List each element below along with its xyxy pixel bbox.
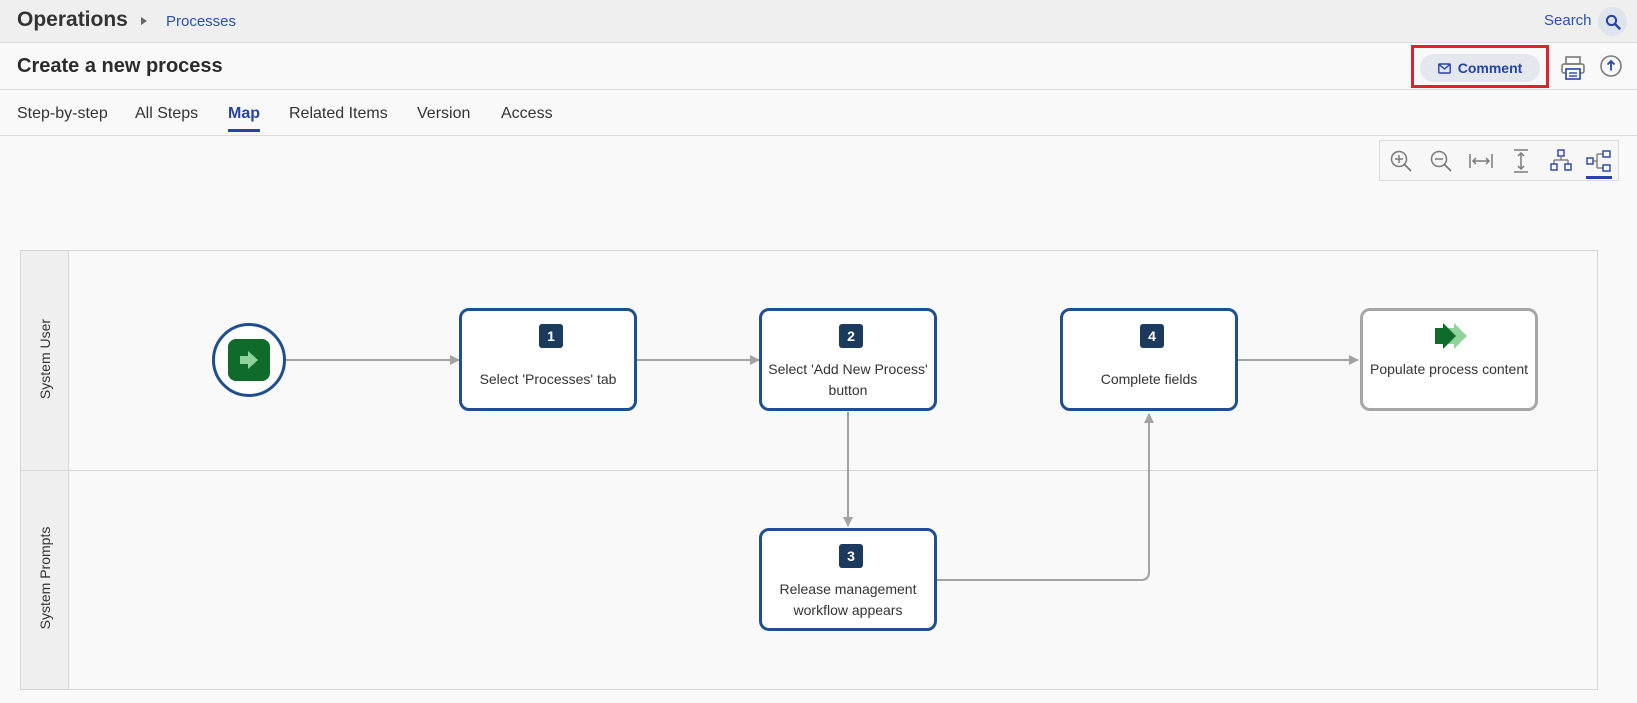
step-text: Populate process content (1370, 361, 1528, 377)
comment-highlight-box: Comment (1411, 45, 1549, 88)
vertical-layout-button[interactable] (1545, 146, 1577, 176)
step-text: Release management workflow appears (779, 581, 917, 618)
tab-all-steps[interactable]: All Steps (135, 105, 199, 122)
fit-width-icon (1469, 154, 1493, 168)
page-title: Create a new process (17, 55, 223, 77)
horizontal-layout-icon (1586, 150, 1611, 172)
connector-3-to-4 (937, 413, 1154, 581)
zoom-in-icon (1390, 150, 1412, 172)
upload-icon (1600, 55, 1622, 77)
comment-button[interactable]: Comment (1420, 54, 1540, 82)
print-button[interactable] (1560, 55, 1586, 86)
comment-label: Comment (1457, 60, 1523, 76)
step-text: Select 'Add New Process' button (768, 361, 928, 398)
tab-access[interactable]: Access (501, 105, 553, 122)
vertical-layout-icon (1550, 149, 1572, 171)
step-node-4[interactable]: 4 Complete fields (1060, 308, 1238, 411)
tab-step-by-step[interactable]: Step-by-step (17, 105, 108, 122)
tab-map[interactable]: Map (228, 105, 260, 132)
step-number-badge: 2 (839, 324, 863, 348)
step-node-1[interactable]: 1 Select 'Processes' tab (459, 308, 637, 411)
end-node[interactable]: Populate process content (1360, 308, 1538, 411)
step-number-badge: 3 (839, 544, 863, 568)
tab-related-items[interactable]: Related Items (289, 105, 388, 122)
app-title: Operations (17, 8, 128, 31)
breadcrumb-arrow-icon (141, 17, 147, 25)
breadcrumb-processes-link[interactable]: Processes (166, 13, 237, 30)
fit-width-button[interactable] (1465, 146, 1497, 176)
start-arrow-icon (228, 339, 270, 381)
zoom-out-button[interactable] (1425, 146, 1457, 176)
map-toolbar (1379, 140, 1619, 181)
fit-height-icon (1514, 149, 1528, 173)
tab-bar: Step-by-step All Steps Map Related Items… (0, 91, 1637, 136)
tab-map-label: Map (228, 105, 260, 122)
step-node-3[interactable]: 3 Release management workflow appears (759, 528, 937, 631)
step-text: Complete fields (1100, 371, 1198, 387)
print-icon (1561, 56, 1585, 80)
step-text: Select 'Processes' tab (479, 371, 617, 387)
start-event[interactable] (212, 323, 286, 397)
tab-version[interactable]: Version (417, 105, 471, 122)
step-node-2[interactable]: 2 Select 'Add New Process' button (759, 308, 937, 411)
horizontal-layout-button[interactable] (1583, 146, 1615, 179)
search-button[interactable] (1598, 7, 1627, 36)
mail-icon (1437, 62, 1451, 74)
fit-height-button[interactable] (1505, 146, 1537, 176)
active-tab-indicator (228, 129, 260, 132)
end-double-arrow-icon (1435, 323, 1467, 349)
lane-divider (21, 470, 1597, 471)
search-icon (1605, 14, 1621, 30)
process-map: System User System Prompts 1 Select 'Pro… (20, 250, 1598, 690)
page-header: Create a new process Comment (0, 44, 1637, 90)
upload-button[interactable] (1598, 54, 1624, 85)
top-bar: Operations Processes Search (0, 0, 1637, 43)
step-number-badge: 1 (539, 324, 563, 348)
zoom-out-icon (1430, 150, 1452, 172)
step-number-badge: 4 (1140, 324, 1164, 348)
search-link[interactable]: Search (1544, 12, 1592, 29)
connector-layer (286, 355, 1359, 581)
zoom-in-button[interactable] (1385, 146, 1417, 176)
